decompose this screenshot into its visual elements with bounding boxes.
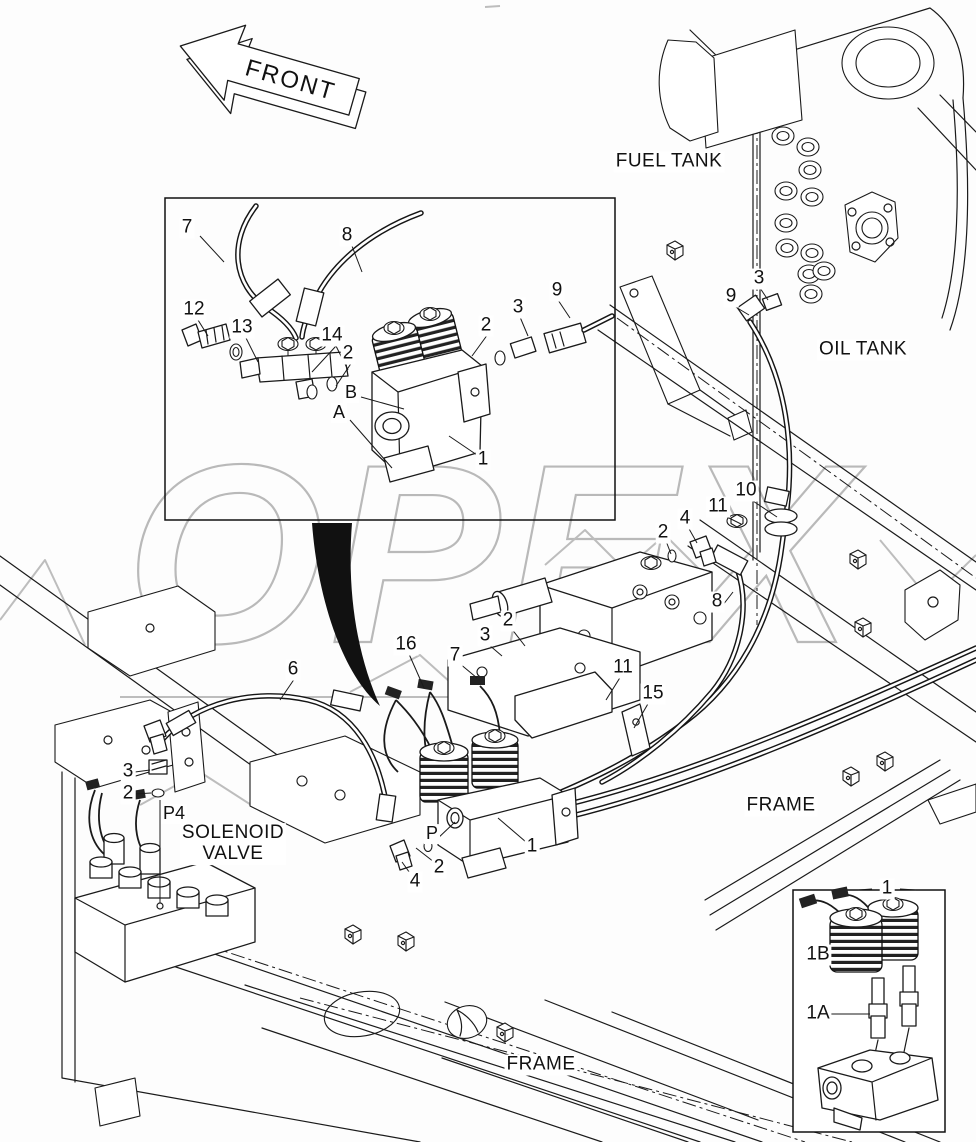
front-arrow: FRONT [179, 24, 367, 130]
solenoid-valve-block [74, 719, 256, 983]
hoses [159, 292, 976, 823]
leader-lines [134, 235, 917, 1015]
manifold-assembly [447, 535, 717, 739]
inset-box-detail [164, 197, 616, 521]
inset-box-solenoid-detail [792, 886, 946, 1133]
